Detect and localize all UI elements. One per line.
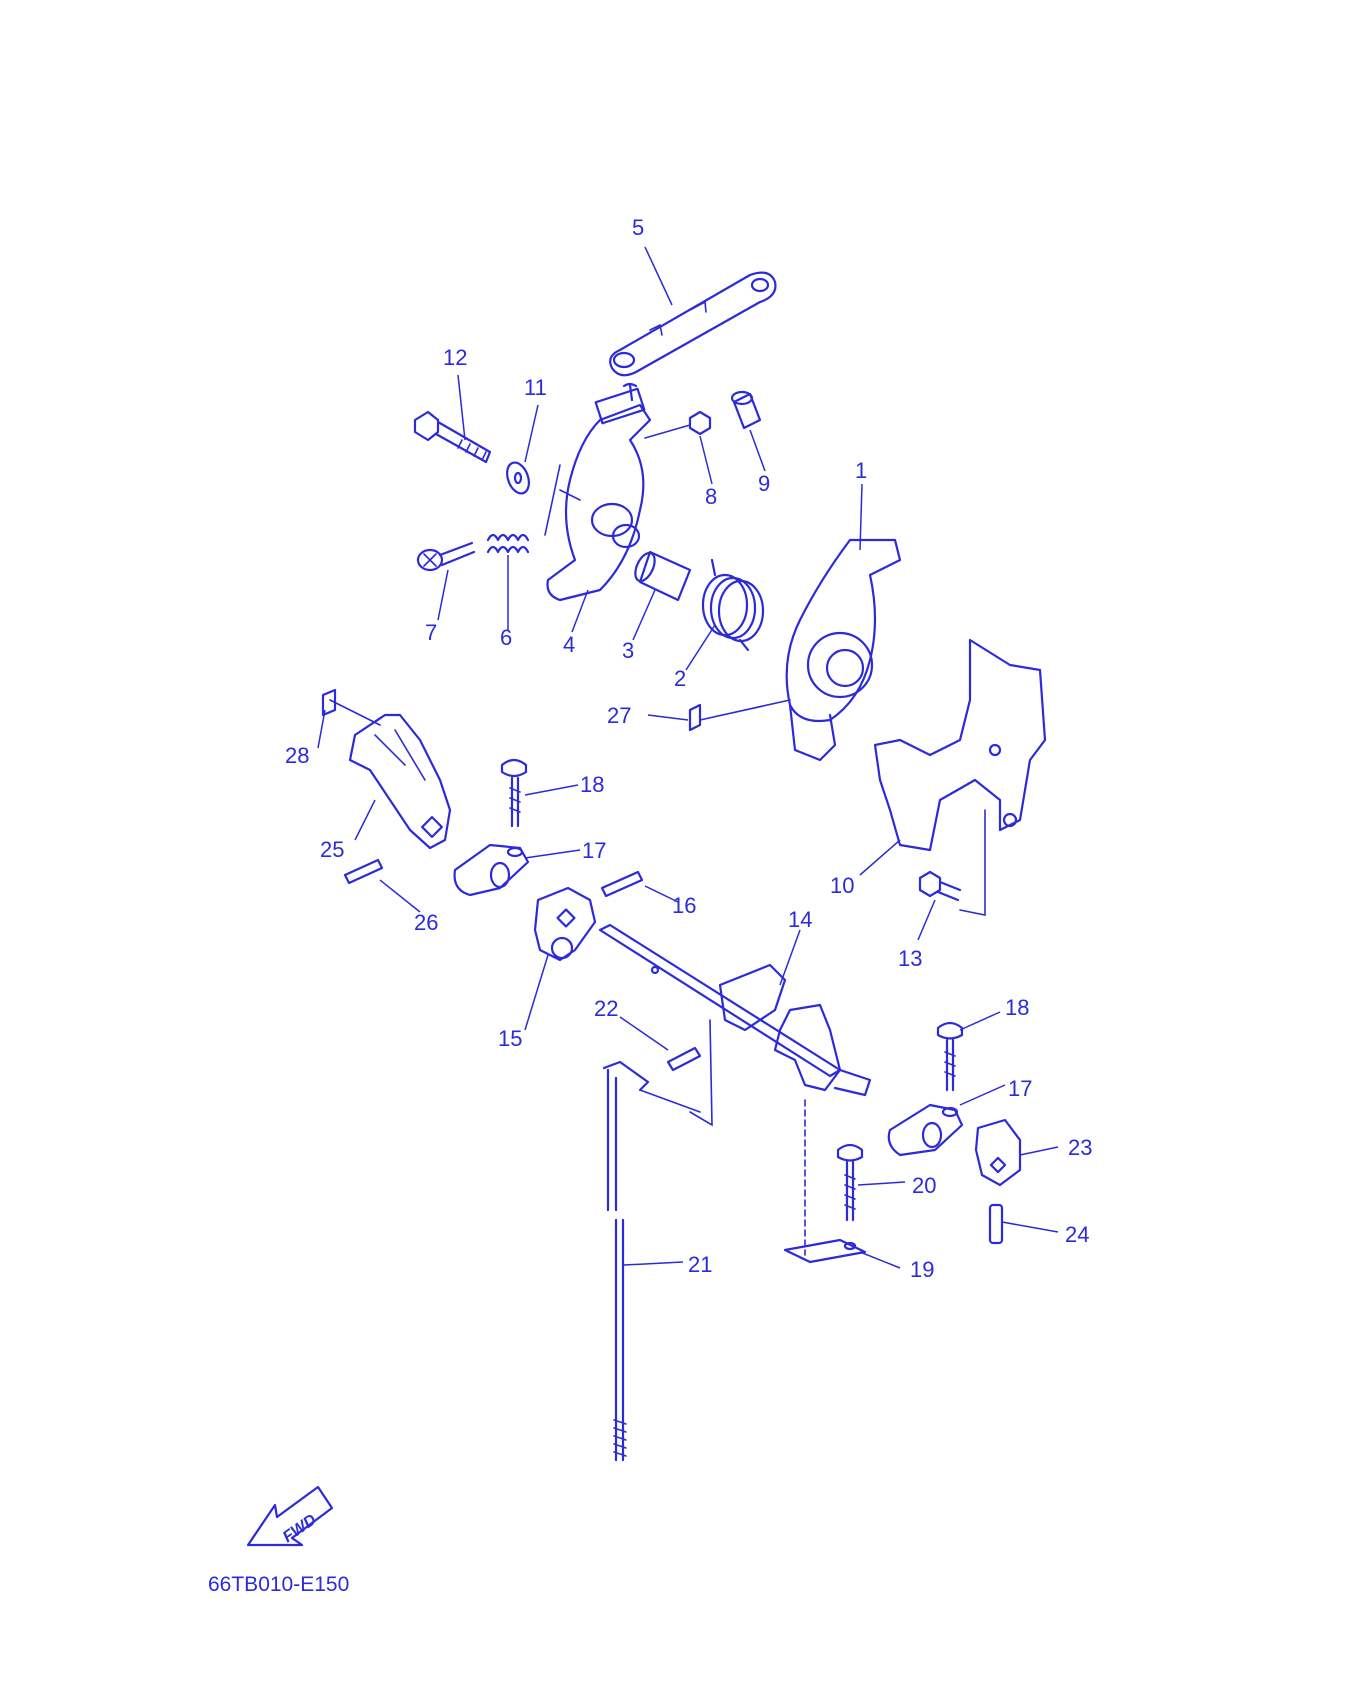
callout-2: 2 — [674, 666, 686, 691]
part-10-bracket — [873, 638, 1047, 852]
callout-23: 23 — [1068, 1135, 1092, 1160]
fwd-label: FWD — [280, 1511, 320, 1546]
part-21-rod — [602, 1060, 650, 1462]
part-3-sleeve — [634, 550, 692, 602]
part-19-plate — [783, 1238, 867, 1264]
callout-17b: 17 — [1008, 1076, 1032, 1101]
callout-18b: 18 — [1005, 995, 1029, 1020]
callout-16: 16 — [672, 893, 696, 918]
part-23-lever — [974, 1118, 1022, 1187]
part-11-washer — [506, 461, 530, 495]
callout-19: 19 — [910, 1257, 934, 1282]
callout-labels: 5 12 11 8 9 1 7 6 4 3 2 27 28 18 17 25 1… — [285, 215, 1092, 1282]
callout-3: 3 — [622, 638, 634, 663]
part-1-cam — [785, 538, 902, 762]
callout-27: 27 — [607, 703, 631, 728]
part-18a-screw — [500, 758, 528, 828]
part-8-nut — [688, 410, 712, 436]
part-9-collar — [730, 390, 762, 430]
part-22-pin — [666, 1046, 702, 1072]
callout-1: 1 — [855, 458, 867, 483]
part-17b-clamp — [887, 1103, 964, 1157]
part-16-pin — [600, 870, 644, 898]
callout-9: 9 — [758, 471, 770, 496]
callout-22: 22 — [594, 996, 618, 1021]
part-5-link-rod — [609, 271, 777, 377]
callout-17a: 17 — [582, 838, 606, 863]
callout-24: 24 — [1065, 1222, 1089, 1247]
part-17a-clamp — [453, 843, 530, 897]
part-25-bracket — [348, 713, 452, 850]
part-18b-screw — [936, 1021, 964, 1092]
part-6-spring — [486, 533, 530, 554]
part-14-shaft — [598, 923, 872, 1097]
callout-28: 28 — [285, 743, 309, 768]
callout-11: 11 — [524, 375, 547, 400]
callout-14: 14 — [788, 907, 812, 932]
part-27-clip — [688, 703, 702, 732]
part-13-bolt — [918, 870, 962, 902]
leader-lines — [317, 246, 1059, 1269]
callout-5: 5 — [632, 215, 644, 240]
callout-7: 7 — [425, 620, 437, 645]
callout-15: 15 — [498, 1026, 522, 1051]
callout-4: 4 — [563, 632, 575, 657]
assembly-lines — [329, 424, 986, 1256]
fwd-arrow-icon: FWD — [246, 1485, 334, 1546]
part-7-screw — [416, 541, 476, 572]
callout-25: 25 — [320, 837, 344, 862]
drawing-code: 66TB010-E150 — [208, 1573, 349, 1596]
callout-26: 26 — [414, 910, 438, 935]
part-28-clip — [321, 688, 337, 717]
callout-18a: 18 — [580, 772, 604, 797]
part-2-torsion-spring — [701, 558, 765, 652]
part-4-lever — [546, 382, 652, 602]
part-20-screw — [836, 1143, 864, 1222]
callout-20: 20 — [912, 1173, 936, 1198]
part-12-bolt — [413, 410, 492, 464]
part-15-lever — [533, 886, 597, 962]
callout-12: 12 — [443, 345, 467, 370]
part-24-pin — [988, 1203, 1004, 1245]
callout-13: 13 — [898, 946, 922, 971]
callout-10: 10 — [830, 873, 854, 898]
part-26-pin — [343, 858, 384, 885]
callout-8: 8 — [705, 484, 717, 509]
callout-21: 21 — [688, 1252, 712, 1277]
callout-6: 6 — [500, 625, 512, 650]
